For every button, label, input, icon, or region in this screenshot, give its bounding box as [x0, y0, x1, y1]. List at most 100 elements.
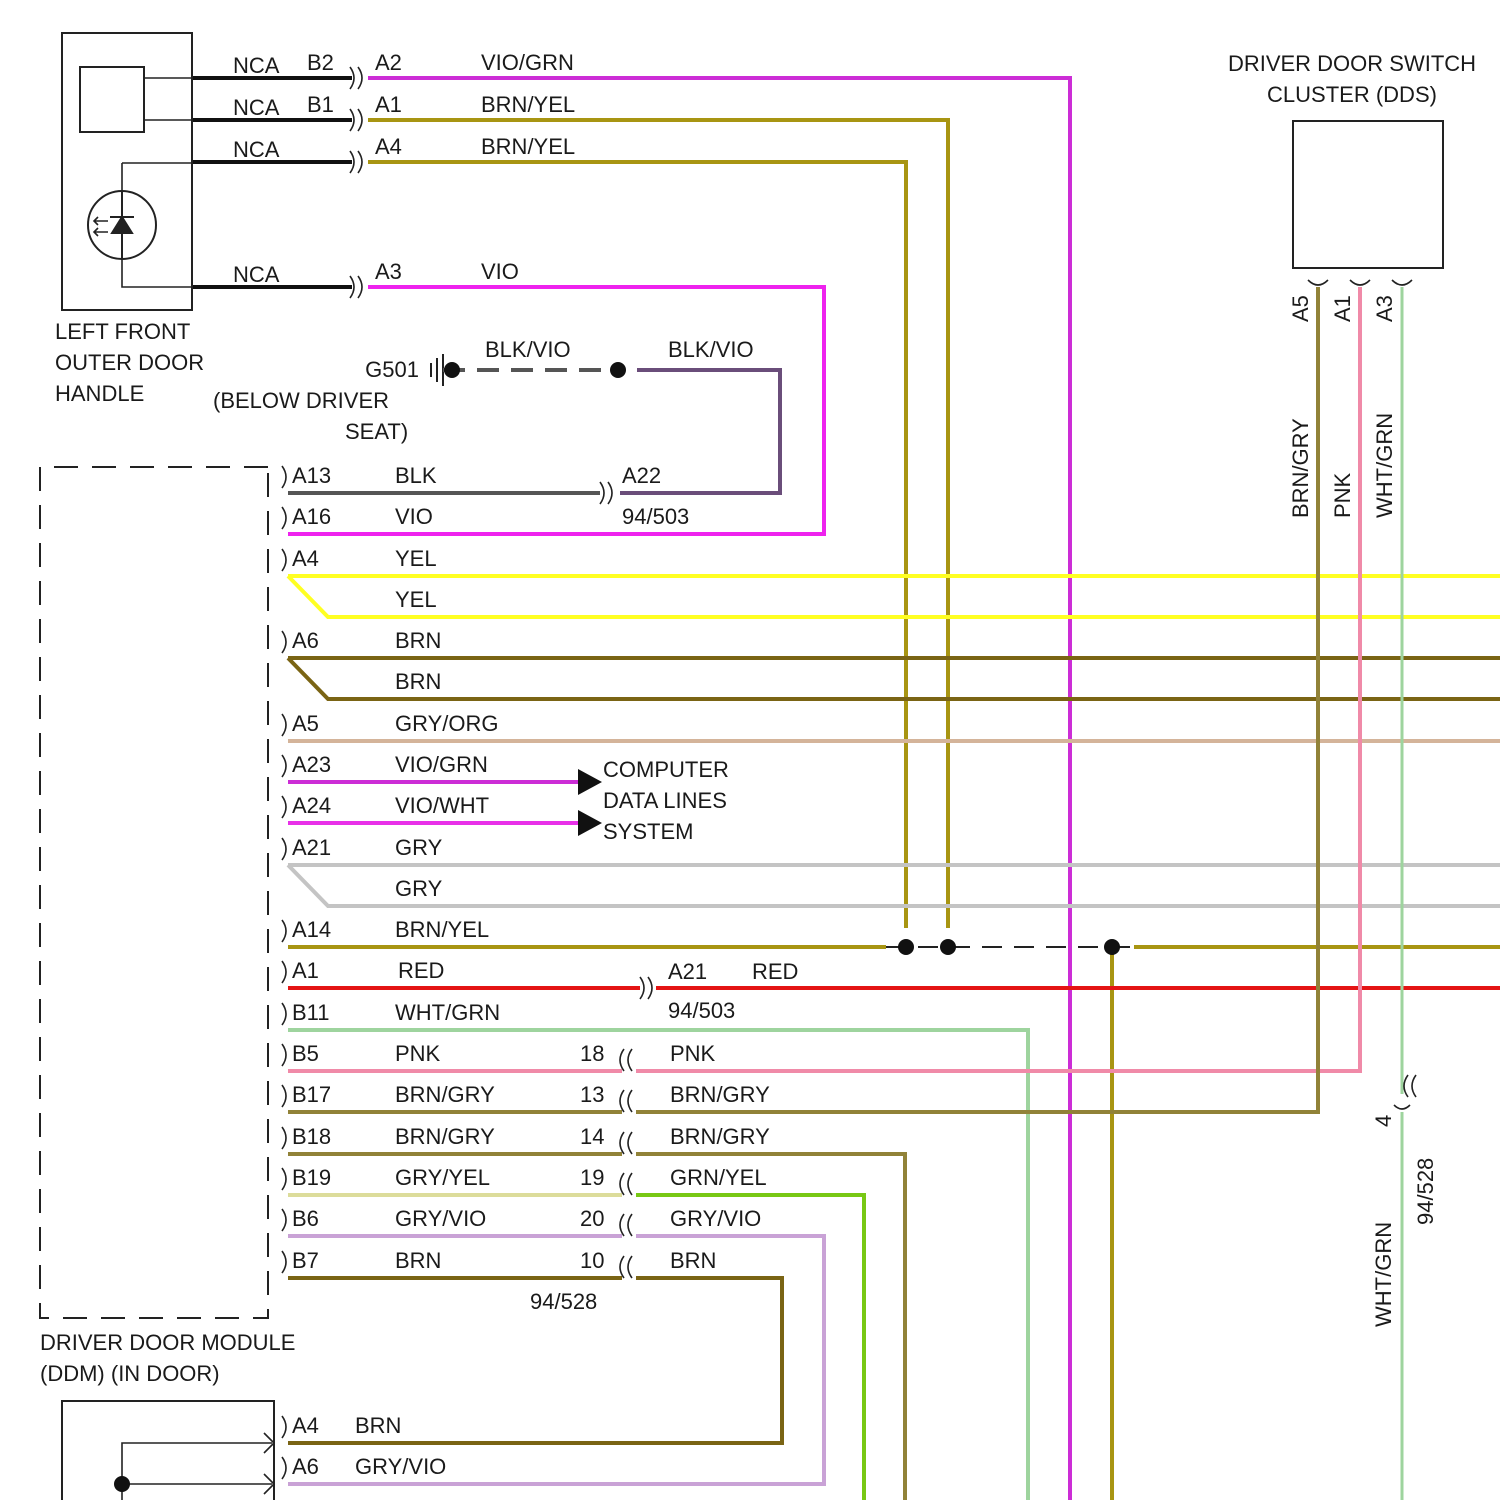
ground-icon	[431, 354, 443, 386]
inline-connector-label: 94/503	[622, 504, 689, 529]
bottom-pin-label: A4	[292, 1413, 319, 1438]
ddm-wire-label: YEL	[395, 546, 437, 571]
data-lines-label: DATA LINES	[603, 788, 727, 813]
ddm-pin-label: B6	[292, 1206, 319, 1231]
connector-arc	[620, 1049, 624, 1071]
connector-arc	[282, 1168, 286, 1190]
ddm-box	[40, 467, 268, 1318]
dds-wire-label: PNK	[1330, 472, 1355, 518]
ddm-wire-label: GRY	[395, 876, 443, 901]
connector-arc	[1394, 1105, 1410, 1109]
connector-arc	[282, 796, 286, 818]
ddm-wire-label: BRN/YEL	[395, 917, 489, 942]
inline-wire-out-label: BRN/GRY	[670, 1082, 770, 1107]
nca-label: NCA	[233, 262, 280, 287]
bottom-internal	[122, 1443, 272, 1500]
dds-title-line: DRIVER DOOR SWITCH	[1228, 51, 1476, 76]
wires-layer	[192, 78, 1500, 1500]
ddm-pin-label: B7	[292, 1248, 319, 1273]
connector-arc	[358, 67, 362, 89]
ddm-wire-label: YEL	[395, 587, 437, 612]
ddm-wire-label: VIO	[395, 504, 433, 529]
connector-arc	[358, 276, 362, 298]
handle-wire-label: VIO/GRN	[481, 50, 574, 75]
connector-arc	[282, 631, 286, 653]
bottom-pin-arrows	[264, 1433, 274, 1494]
light-arrows-icon	[94, 217, 108, 236]
ddm-pin-label: A4	[292, 546, 319, 571]
connector-arc	[620, 1090, 624, 1112]
dds-wire-label: WHT/GRN	[1372, 413, 1397, 518]
dds-title-line: CLUSTER (DDS)	[1267, 82, 1437, 107]
ddm-wire-label: GRY	[395, 835, 443, 860]
ground-wire-label: BLK/VIO	[668, 337, 754, 362]
ddm-wire-label: BRN	[395, 669, 441, 694]
nca-label: NCA	[233, 137, 280, 162]
ddm-wire-label: VIO/WHT	[395, 793, 489, 818]
data-lines-label: COMPUTER	[603, 757, 729, 782]
handle-pin-label: A2	[375, 50, 402, 75]
inline-wire-out-label: GRN/YEL	[670, 1165, 767, 1190]
inline-wire-out-label: BRN/GRY	[670, 1124, 770, 1149]
connector-arc	[282, 714, 286, 736]
splice-dot	[114, 1476, 130, 1492]
ddm-title-line: DRIVER DOOR MODULE	[40, 1330, 295, 1355]
ddm-wire-label: GRY/ORG	[395, 711, 499, 736]
ddm-pin-label: A14	[292, 917, 331, 942]
ddm-pin-label: B11	[292, 1000, 330, 1025]
diode-icon	[110, 190, 134, 260]
connector-arc	[358, 109, 362, 131]
arrow-icon	[578, 810, 602, 836]
handle-title-line: LEFT FRONT	[55, 319, 190, 344]
ddm-pin-label: B19	[292, 1165, 331, 1190]
connector-arc	[282, 961, 286, 983]
handle-box	[62, 33, 192, 310]
connector-arc	[282, 755, 286, 777]
ddm-wire-label: BRN/GRY	[395, 1124, 495, 1149]
ground-wire-label: BLK/VIO	[485, 337, 571, 362]
connector-arc	[282, 1044, 286, 1066]
dds-pin-label: A3	[1372, 295, 1397, 322]
arrow-icon	[578, 769, 602, 795]
wire-grn-yel-down	[636, 1195, 864, 1500]
ddm-pin-label: A5	[292, 711, 319, 736]
ddm-title-line: (DDM) (IN DOOR)	[40, 1361, 220, 1386]
handle-wire-label: BRN/YEL	[481, 134, 575, 159]
ddm-pin-label: B5	[292, 1041, 319, 1066]
inline-cavity-label: 18	[580, 1041, 604, 1066]
handle-switch-box	[80, 67, 144, 132]
ddm-wire-label: BLK	[395, 463, 437, 488]
inline-cavity-label: 14	[580, 1124, 604, 1149]
ddm-pin-label: A24	[292, 793, 331, 818]
connector-arc	[1392, 280, 1412, 285]
ddm-pin-label: A23	[292, 752, 331, 777]
ground-id: G501	[365, 357, 419, 382]
ddm-wire-label: BRN	[395, 1248, 441, 1273]
handle-pin-label: A1	[375, 92, 402, 117]
handle-cavity-label: B1	[307, 92, 334, 117]
inline-wire-label: RED	[752, 959, 798, 984]
handle-pin-label: A3	[375, 259, 402, 284]
connector-arc	[1404, 1075, 1408, 1097]
inline-connector-label: 94/503	[668, 998, 735, 1023]
handle-title-line: OUTER DOOR	[55, 350, 204, 375]
ddm-wire-label: PNK	[395, 1041, 441, 1066]
connector-arc	[600, 482, 604, 504]
nca-label: NCA	[233, 95, 280, 120]
handle-title-line: HANDLE	[55, 381, 144, 406]
splice-dot	[610, 362, 626, 378]
handle-pin-label: A4	[375, 134, 402, 159]
connector-arc	[628, 1214, 632, 1236]
connector-arc	[282, 838, 286, 860]
connector-arc	[640, 977, 644, 999]
ddm-wire-label: VIO/GRN	[395, 752, 488, 777]
ddm-pin-label: A21	[292, 835, 331, 860]
connector-arc	[628, 1173, 632, 1195]
dds-inline-wire: WHT/GRN	[1371, 1222, 1396, 1327]
connector-arc	[282, 507, 286, 529]
bottom-wire-label: GRY/VIO	[355, 1454, 446, 1479]
connector-arc	[282, 1003, 286, 1025]
connector-arc	[608, 482, 612, 504]
ddm-pin-label: B17	[292, 1082, 331, 1107]
